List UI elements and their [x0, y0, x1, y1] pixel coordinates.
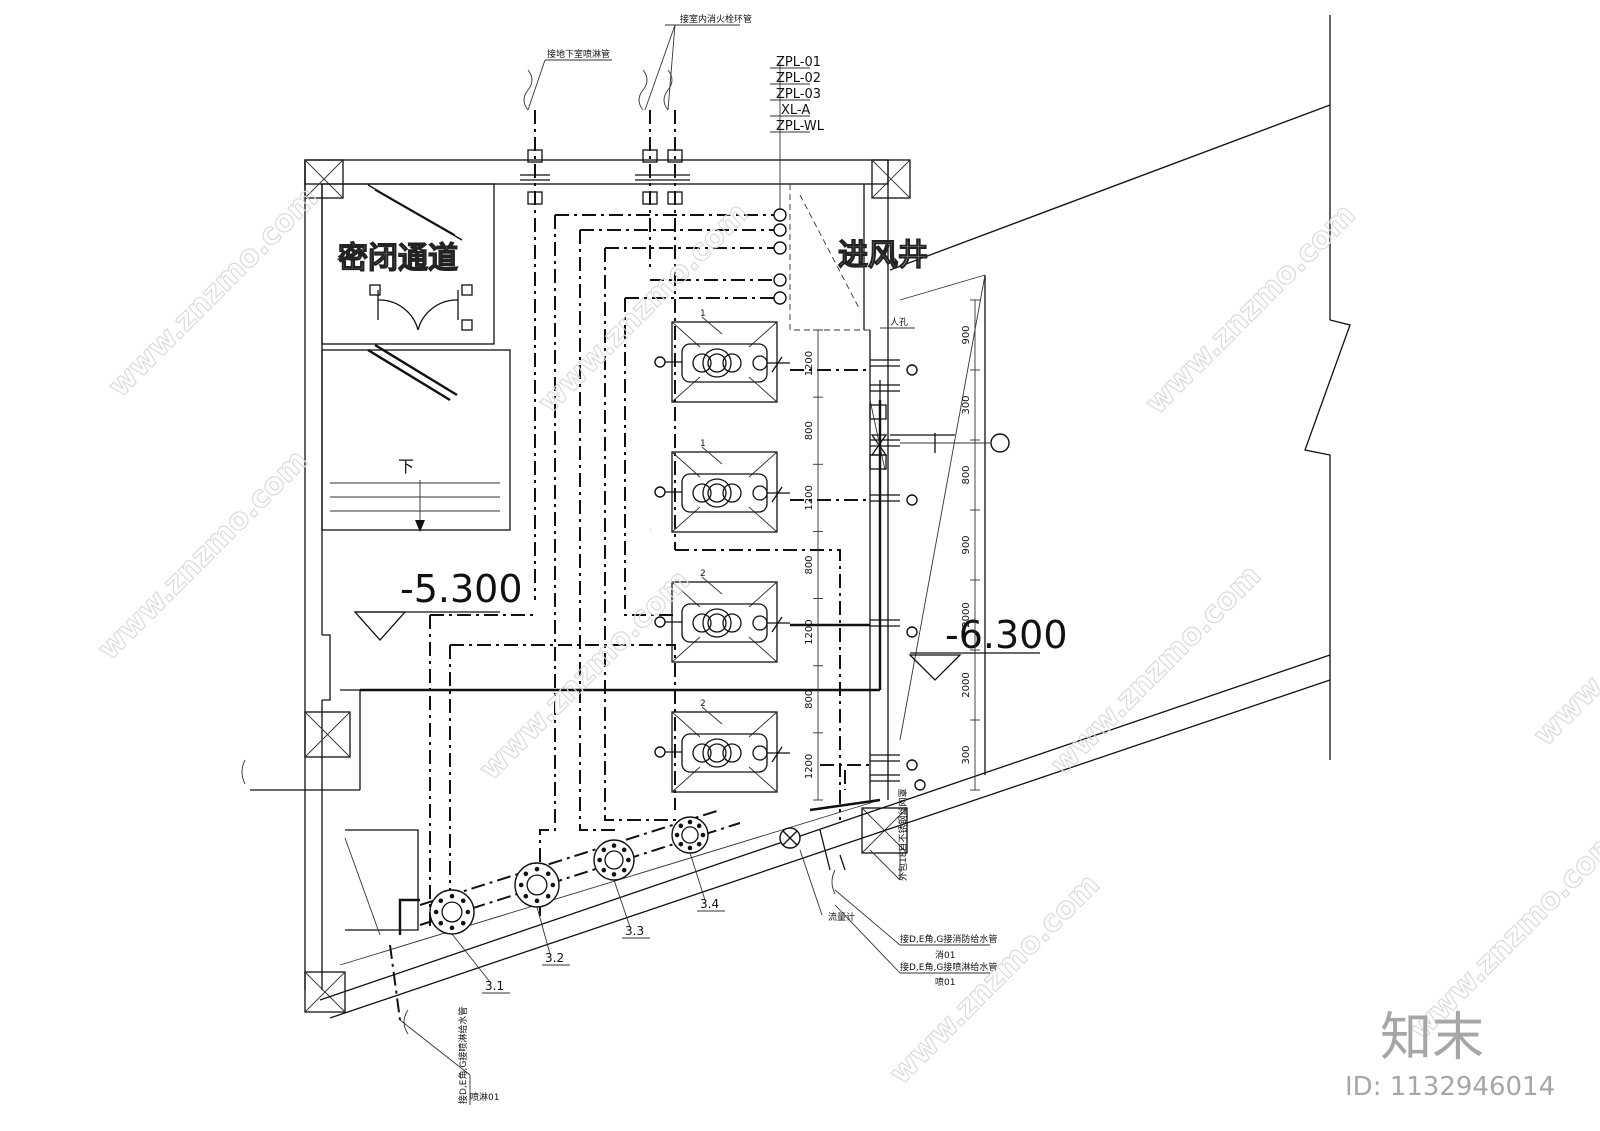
note-pipe-bottom: 接D,E角,G接喷淋给水管 — [457, 1007, 469, 1104]
suction-tag-3-1: 3.1 — [485, 979, 504, 993]
dimension-label: 2000 — [961, 602, 972, 627]
dimension-label: 300 — [961, 395, 972, 414]
suction-flange: 3.4 — [671, 816, 725, 912]
dimension-label: 800 — [804, 421, 815, 440]
suction-flange: 3.1 — [429, 889, 510, 994]
dimension-label: 1200 — [804, 754, 815, 779]
pump-unit: 1 — [654, 439, 790, 533]
manhole-note: 人孔 — [890, 317, 908, 328]
riser-zpl-03 — [773, 241, 787, 255]
watermark-text: www.znzmo.com — [1138, 197, 1362, 421]
suction-flange: 3.3 — [593, 839, 650, 939]
riser-zpl-02 — [773, 223, 787, 237]
brand-logo-text: 知末 — [1380, 1008, 1484, 1068]
pump-group: 1 1 2 2 — [654, 309, 790, 793]
elevation-upper: -5.300 — [400, 567, 523, 611]
elevation-lower: -6.300 — [945, 613, 1068, 657]
dimension-label: 900 — [961, 325, 972, 344]
suction-flange-group: 3.1 3.2 3.3 3.4 — [419, 809, 741, 994]
inlet-valves — [520, 69, 690, 205]
flow-meter: 流量计 — [779, 827, 855, 923]
stair-down-label: 下 — [398, 457, 414, 476]
watermark-text: www.znzmo.com — [1044, 558, 1268, 782]
note-pipe-spray: 接D,E角,G接喷淋给水管 — [900, 961, 997, 973]
dimension-label: 1200 — [804, 619, 815, 644]
elevation-markers: -5.300 -6.300 — [353, 567, 1068, 681]
note-pipe-fire-code: 消01 — [935, 949, 955, 961]
riser-zpl-01 — [773, 208, 787, 222]
watermark-text: www.znzmo.com — [101, 180, 325, 404]
riser-tag-zpl-01: ZPL-01 — [776, 55, 821, 70]
suction-tag-3-2: 3.2 — [545, 951, 564, 965]
dimension-label: 1200 — [804, 351, 815, 376]
riser-xl-a — [773, 273, 787, 287]
watermark-layer: www.znzmo.com www.znzmo.com www.znzmo.co… — [90, 180, 1600, 1092]
suction-flange: 3.2 — [514, 862, 570, 966]
dimension-label: 800 — [961, 465, 972, 484]
riser-markers — [773, 60, 787, 305]
pump-tag: 1 — [700, 309, 706, 319]
dimension-label: 2000 — [961, 672, 972, 697]
suction-tag-3-4: 3.4 — [700, 897, 719, 911]
air-intake-shaft: 进风井 — [789, 184, 929, 331]
dimension-label: 300 — [961, 745, 972, 764]
note-pipe-spray-code: 喷01 — [935, 977, 955, 988]
dimension-label: 900 — [961, 535, 972, 554]
riser-zpl-wl — [773, 291, 787, 305]
dimension-column-shaft: 900 300 800 900 2000 2000 300 — [961, 299, 980, 791]
walls — [250, 15, 1351, 1019]
sealed-passage-room: 密闭通道 — [321, 183, 495, 345]
pipe-network — [389, 110, 870, 1021]
drawing-id: ID: 1132946014 — [1345, 1072, 1555, 1102]
pump-unit: 2 — [654, 569, 790, 663]
suction-tag-3-3: 3.3 — [625, 924, 644, 938]
note-pipe-bottom-code: 喷淋01 — [470, 1091, 499, 1103]
room-label-sealed-passage: 密闭通道 — [338, 241, 458, 276]
annotations: 接地下室喷淋管 接室内消火栓环管 外包18目不锈钢丝网罩 接D,E角,G接消防给… — [241, 13, 997, 1105]
dimension-label: 800 — [804, 690, 815, 709]
shaft-fittings: 人孔 — [869, 317, 1010, 791]
note-mesh: 外包18目不锈钢丝网罩 — [897, 789, 909, 881]
dimension-label: 1200 — [804, 485, 815, 510]
riser-tag-zpl-03: ZPL-03 — [776, 87, 821, 102]
pump-tag: 1 — [700, 439, 706, 449]
dimension-column-pumps: 1200 800 1200 800 1200 800 1200 — [804, 329, 823, 801]
riser-tag-zpl-wl: ZPL-WL — [776, 119, 825, 134]
watermark-text: www.znzmo.com — [1527, 529, 1600, 753]
brand-mark: 知末 ID: 1132946014 — [1345, 1008, 1555, 1102]
riser-tag-stack: ZPL-01 ZPL-02 ZPL-03 XL-A ZPL-WL — [770, 55, 825, 134]
stair-area: 下 — [321, 343, 511, 532]
pump-tag: 2 — [700, 569, 706, 579]
pump-unit: 1 — [654, 309, 790, 403]
pump-unit: 2 — [654, 699, 790, 793]
riser-tag-xl-a: XL-A — [781, 103, 810, 118]
note-top-center: 接室内消火栓环管 — [680, 13, 752, 25]
watermark-text: www.znzmo.com — [883, 867, 1107, 1091]
note-pipe-fire: 接D,E角,G接消防给水管 — [900, 933, 997, 945]
flowmeter-note: 流量计 — [828, 911, 855, 923]
dimension-label: 800 — [804, 555, 815, 574]
room-label-air-intake-shaft: 进风井 — [838, 238, 928, 273]
pump-tag: 2 — [700, 699, 706, 709]
note-top-left: 接地下室喷淋管 — [547, 48, 610, 60]
watermark-text: www.znzmo.com — [91, 443, 315, 667]
riser-tag-zpl-02: ZPL-02 — [776, 71, 821, 86]
